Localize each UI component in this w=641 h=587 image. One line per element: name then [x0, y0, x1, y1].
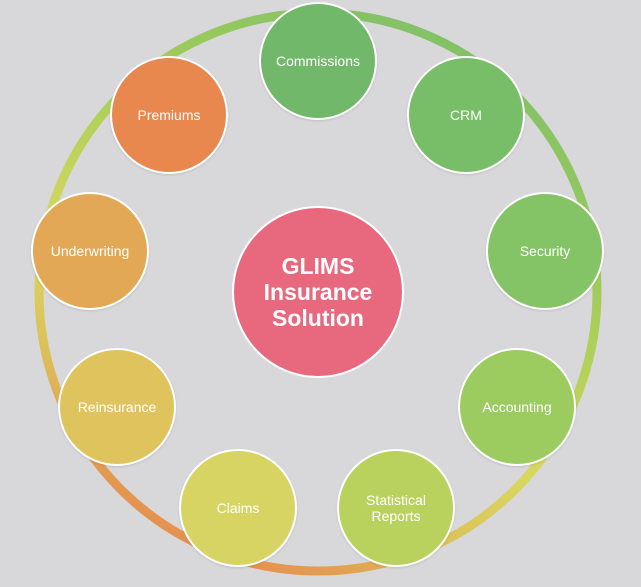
- center-node: GLIMS Insurance Solution: [232, 206, 404, 378]
- module-label: CRM: [450, 107, 482, 123]
- module-underwriting: Underwriting: [31, 192, 149, 310]
- module-claims: Claims: [179, 449, 297, 567]
- module-label: Accounting: [482, 399, 552, 415]
- module-label: Claims: [216, 500, 260, 516]
- module-accounting: Accounting: [458, 348, 576, 466]
- module-commissions: Commissions: [259, 2, 377, 120]
- module-label: Reinsurance: [77, 399, 157, 415]
- module-reinsurance: Reinsurance: [58, 348, 176, 466]
- module-label: Security: [519, 243, 571, 259]
- module-statistical-reports: Statistical Reports: [337, 449, 455, 567]
- module-crm: CRM: [407, 56, 525, 174]
- module-label: Commissions: [275, 53, 360, 69]
- module-label: Underwriting: [50, 243, 130, 259]
- module-premiums: Premiums: [110, 56, 228, 174]
- module-label: Statistical Reports: [366, 492, 426, 524]
- module-label: Premiums: [137, 107, 201, 123]
- center-label: GLIMS Insurance Solution: [263, 253, 373, 331]
- module-security: Security: [486, 192, 604, 310]
